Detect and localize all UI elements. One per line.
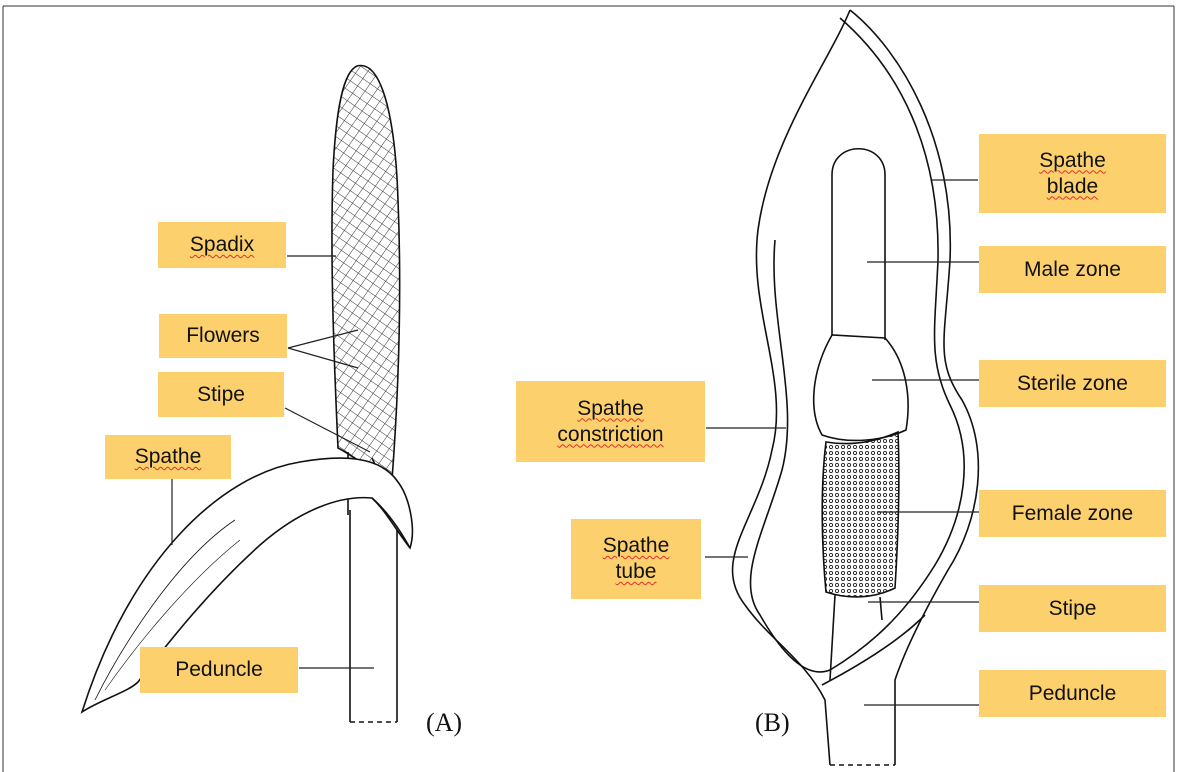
- spathe-b-outer: [732, 10, 978, 765]
- label-male-zone: Male zone: [979, 246, 1166, 293]
- label-spathe-tube: Spathe tube: [571, 519, 701, 599]
- label-spathe-a-text: Spathe: [135, 444, 202, 470]
- label-spadix-text: Spadix: [190, 232, 254, 258]
- label-spathe-constriction: Spathe constriction: [516, 381, 705, 462]
- sterile-zone-shape: [814, 335, 908, 440]
- label-flowers: Flowers: [159, 314, 287, 358]
- male-zone-shape: [832, 149, 885, 340]
- caption-b: (B): [755, 708, 790, 738]
- label-spathe-a: Spathe: [105, 435, 231, 479]
- label-spathe-tube-text: Spathe tube: [603, 533, 670, 585]
- label-spathe-constriction-text: Spathe constriction: [557, 396, 663, 448]
- label-stipe-a: Stipe: [158, 372, 284, 417]
- peduncle-a-shape: [350, 510, 397, 722]
- label-peduncle-b: Peduncle: [979, 670, 1166, 717]
- female-zone-shape: [822, 432, 899, 597]
- label-spathe-blade: Spathe blade: [979, 134, 1166, 213]
- label-spadix: Spadix: [158, 222, 286, 268]
- caption-a: (A): [426, 708, 462, 738]
- panel-b-drawing: [732, 10, 978, 765]
- label-female-zone: Female zone: [979, 490, 1166, 537]
- label-spathe-blade-text: Spathe blade: [1039, 148, 1106, 200]
- label-stipe-b: Stipe: [979, 585, 1166, 632]
- label-sterile-zone: Sterile zone: [979, 360, 1166, 407]
- label-peduncle-a: Peduncle: [140, 647, 298, 693]
- spadix-a-shape: [332, 66, 400, 480]
